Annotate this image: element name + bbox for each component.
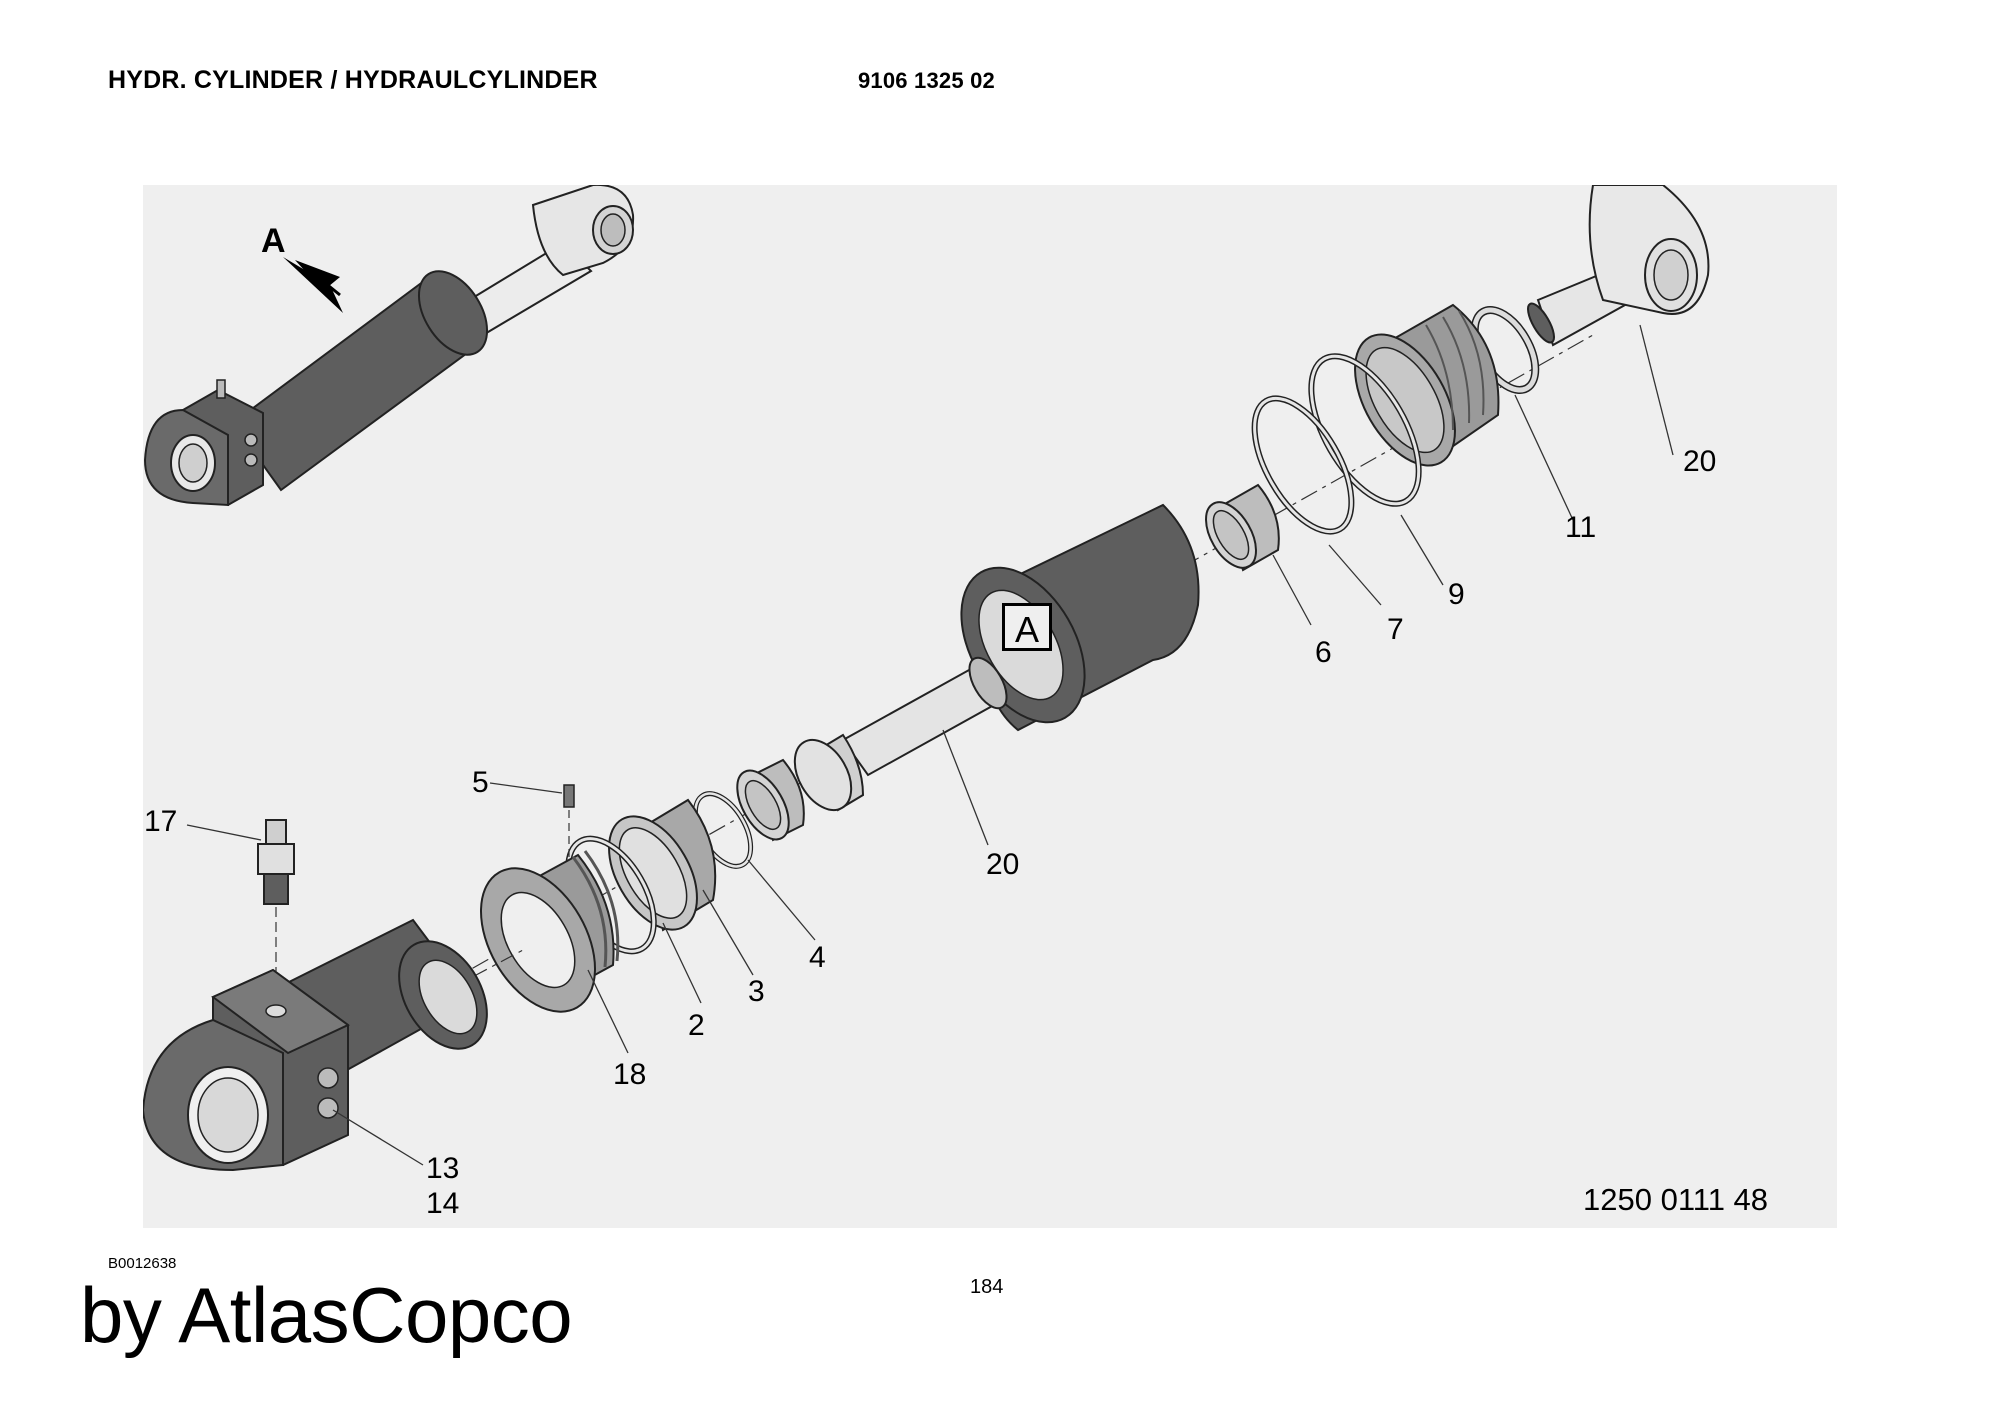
assembled-cylinder-illustration <box>143 185 635 507</box>
callout-7: 7 <box>1387 613 1404 646</box>
callout-20-piston-rod: 20 <box>986 848 1020 881</box>
callout-6: 6 <box>1315 636 1332 669</box>
callout-13: 13 <box>426 1152 460 1185</box>
piston-rod-part <box>793 656 1008 812</box>
piston-part <box>480 850 620 1013</box>
callout-9: 9 <box>1448 578 1465 611</box>
page-number: 184 <box>970 1276 1004 1298</box>
callout-2: 2 <box>688 1009 705 1042</box>
rod-end-part <box>1527 185 1710 347</box>
callout-14: 14 <box>426 1187 460 1220</box>
piston-seal-part <box>608 798 717 932</box>
callout-11: 11 <box>1565 511 1597 544</box>
barrel-base-part <box>143 918 488 1172</box>
leader-lines <box>186 324 1674 1166</box>
drawing-number: 1250 0111 48 <box>1583 1182 1769 1217</box>
reference-code: B0012638 <box>108 1255 177 1272</box>
set-screw-part <box>563 784 575 808</box>
callout-4: 4 <box>809 941 826 974</box>
bushing-part <box>1205 483 1280 572</box>
exploded-diagram-panel: A A 20 11 9 7 6 20 5 17 4 3 2 18 13 14 <box>143 185 1837 1228</box>
guide-ring-part <box>736 758 805 842</box>
callout-20-rod-end: 20 <box>1683 445 1717 478</box>
callout-5: 5 <box>472 766 489 799</box>
callout-3: 3 <box>748 975 765 1008</box>
view-arrow-letter: A <box>261 222 286 260</box>
exploded-diagram <box>143 185 1710 1172</box>
view-label: A <box>1002 603 1052 651</box>
cylinder-head-part <box>1354 303 1500 467</box>
document-title: HYDR. CYLINDER / HYDRAULCYLINDER <box>108 66 598 94</box>
callout-17: 17 <box>144 805 178 838</box>
callout-18: 18 <box>613 1058 647 1091</box>
bleed-fitting-part <box>257 819 295 905</box>
brand-watermark: by AtlasCopco <box>80 1271 573 1359</box>
view-arrow <box>295 260 340 291</box>
part-number: 9106 1325 02 <box>858 68 995 93</box>
